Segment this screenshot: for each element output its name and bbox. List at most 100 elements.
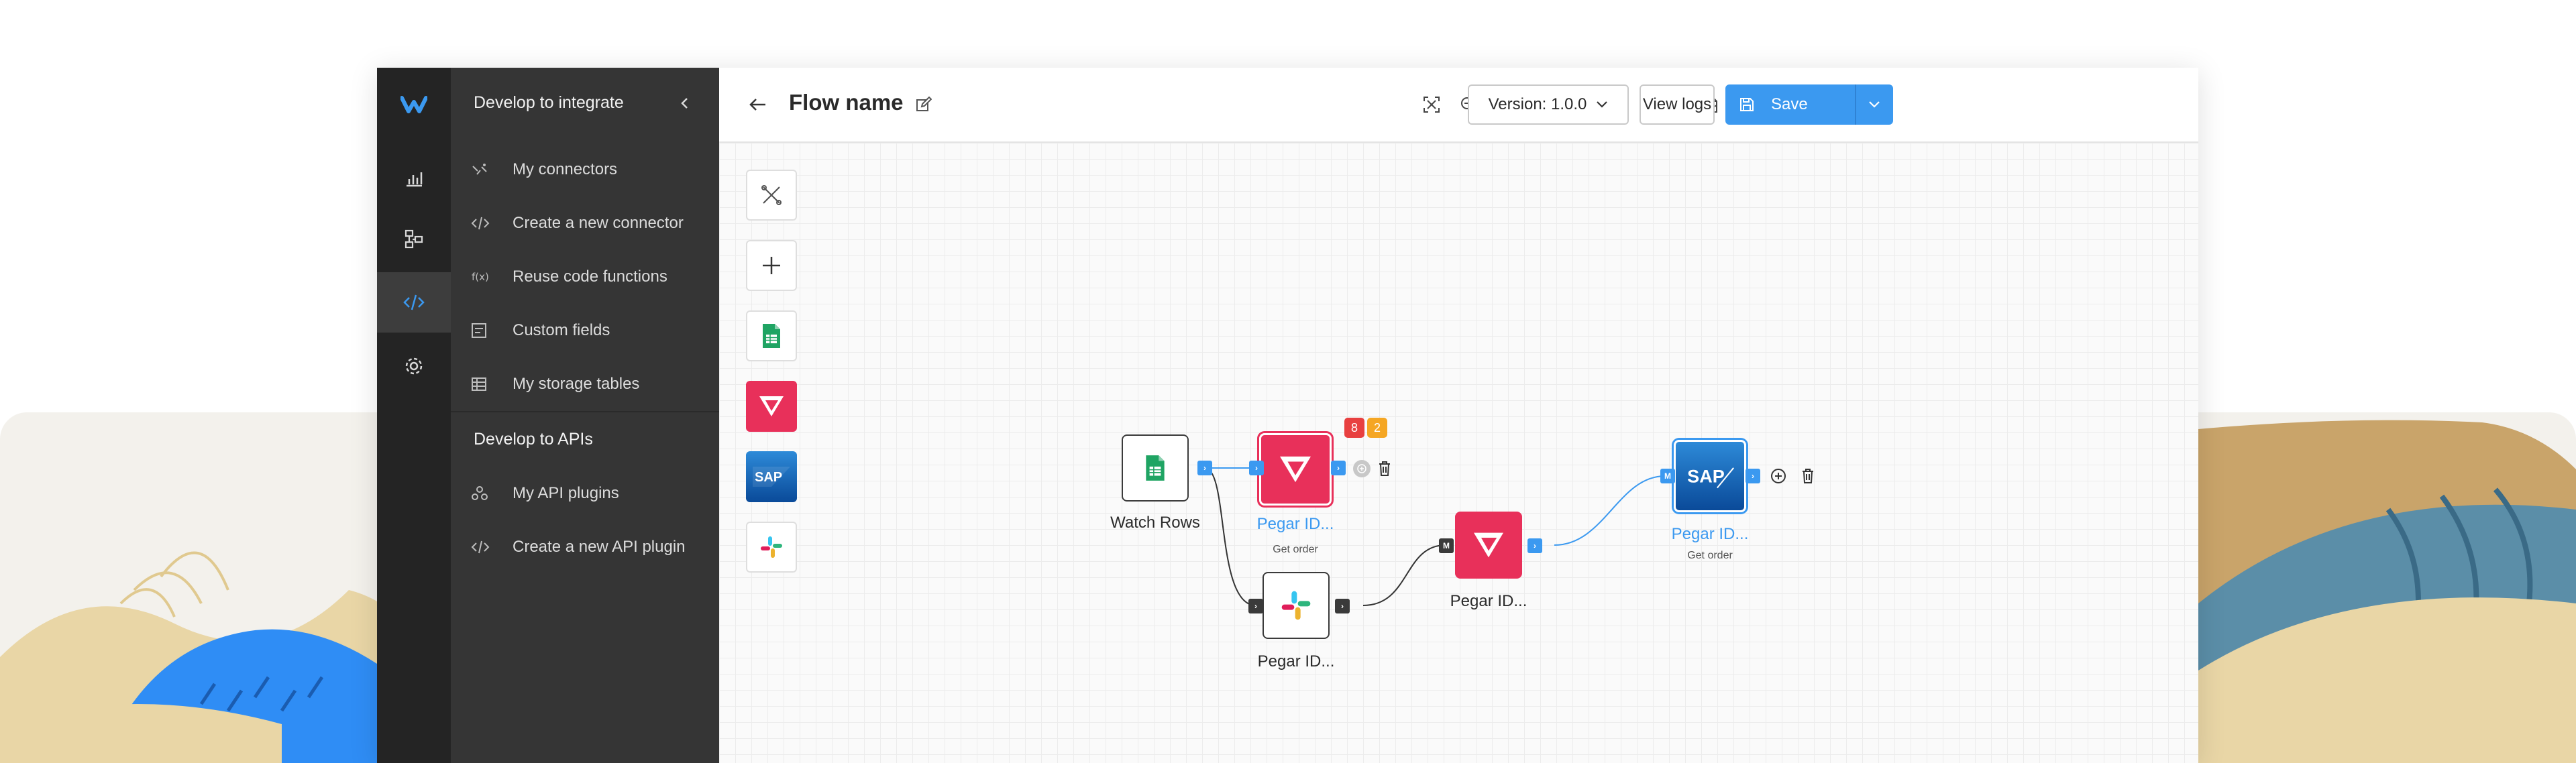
plugin-icon bbox=[471, 483, 494, 504]
view-logs-button[interactable]: View logs bbox=[1640, 84, 1715, 125]
delete-node-button[interactable] bbox=[1801, 468, 1816, 485]
plus-circle-icon bbox=[1771, 469, 1786, 483]
palette-tools[interactable] bbox=[746, 170, 797, 221]
tools-icon bbox=[761, 185, 782, 205]
code-icon bbox=[471, 213, 494, 233]
menu-item-label: My storage tables bbox=[513, 375, 640, 393]
menu-item-my-api-plugins[interactable]: My API plugins bbox=[471, 473, 706, 514]
menu-item-label: Reuse code functions bbox=[513, 268, 667, 286]
code-icon bbox=[403, 294, 425, 310]
palette-slack[interactable] bbox=[746, 522, 797, 573]
edit-title-button[interactable] bbox=[914, 95, 934, 115]
output-port[interactable]: › bbox=[1335, 599, 1350, 613]
chevron-down-icon bbox=[1597, 101, 1608, 108]
panel-divider bbox=[451, 411, 719, 412]
plus-circle-icon bbox=[1357, 464, 1366, 473]
node-label: Pegar ID... bbox=[1256, 515, 1334, 533]
flows-icon bbox=[405, 229, 423, 249]
collapse-panel-button[interactable] bbox=[675, 93, 695, 113]
delete-node-button[interactable] bbox=[1378, 461, 1393, 477]
code-icon bbox=[471, 537, 494, 557]
flow-node-slack[interactable] bbox=[1263, 572, 1330, 639]
save-icon bbox=[1740, 98, 1754, 111]
pegar-logo-icon bbox=[759, 396, 784, 416]
panel-section-title: Develop to APIs bbox=[474, 430, 593, 449]
input-port[interactable]: › bbox=[1248, 599, 1263, 613]
palette-add[interactable] bbox=[746, 240, 797, 291]
menu-item-label: Custom fields bbox=[513, 321, 610, 339]
flow-connections bbox=[1204, 467, 1666, 606]
menu-item-custom-fields[interactable]: Custom fields bbox=[471, 310, 706, 351]
merge-port[interactable]: M bbox=[1439, 538, 1454, 553]
menu-item-storage-tables[interactable]: My storage tables bbox=[471, 364, 706, 404]
nav-rail bbox=[377, 68, 451, 763]
output-port[interactable]: › bbox=[1331, 461, 1346, 475]
trash-icon bbox=[1379, 461, 1390, 476]
palette-sap[interactable]: SAP bbox=[746, 451, 797, 502]
menu-item-label: My connectors bbox=[513, 160, 618, 178]
input-port[interactable]: › bbox=[1249, 461, 1264, 475]
sap-logo-icon: SAP bbox=[753, 467, 790, 487]
app-window: Develop to integrate My connectors Creat… bbox=[377, 68, 2198, 763]
node-sublabel: Get order bbox=[1273, 544, 1318, 555]
node-label: Pegar ID... bbox=[1257, 652, 1335, 670]
trash-icon bbox=[1803, 469, 1813, 483]
node-label: Pegar ID... bbox=[1671, 525, 1749, 543]
flow-node-sap[interactable]: SAP bbox=[1674, 440, 1746, 512]
edit-icon bbox=[916, 97, 932, 111]
add-step-button[interactable] bbox=[1353, 460, 1371, 477]
menu-item-reuse-code[interactable]: f(x) Reuse code functions bbox=[471, 257, 706, 297]
svg-text:f(x): f(x) bbox=[472, 271, 489, 283]
pegar-logo-icon bbox=[1474, 532, 1503, 558]
node-sublabel: Get order bbox=[1687, 550, 1733, 561]
logo-icon bbox=[400, 96, 427, 113]
sap-logo-icon: SAP bbox=[1687, 466, 1734, 489]
pegar-logo-icon bbox=[1280, 456, 1311, 483]
palette-google-sheets[interactable] bbox=[746, 310, 797, 361]
menu-item-create-api-plugin[interactable]: Create a new API plugin bbox=[471, 527, 706, 567]
fit-view-button[interactable] bbox=[1420, 93, 1443, 116]
flow-node-pegar-1[interactable] bbox=[1259, 433, 1332, 506]
flows-nav-button[interactable] bbox=[377, 209, 451, 269]
warning-count-badge: 2 bbox=[1367, 418, 1387, 438]
function-icon: f(x) bbox=[471, 267, 494, 287]
merge-port[interactable]: M bbox=[1660, 469, 1675, 483]
menu-item-create-connector[interactable]: Create a new connector bbox=[471, 203, 706, 243]
slack-logo-icon bbox=[1281, 591, 1311, 620]
settings-nav-button[interactable] bbox=[377, 336, 451, 396]
analytics-nav-button[interactable] bbox=[377, 148, 451, 209]
add-step-button[interactable] bbox=[1770, 468, 1788, 485]
flow-title: Flow name bbox=[789, 90, 904, 115]
fit-view-icon bbox=[1424, 97, 1440, 113]
flow-canvas[interactable]: SAP Watch Rows › › › 8 2 Pegar ID... Get… bbox=[719, 143, 2198, 763]
develop-panel: Develop to integrate My connectors Creat… bbox=[451, 68, 719, 763]
google-sheets-icon bbox=[1146, 455, 1165, 481]
app-logo[interactable] bbox=[377, 68, 451, 141]
back-button[interactable] bbox=[746, 93, 769, 116]
menu-item-label: My API plugins bbox=[513, 484, 619, 502]
output-port[interactable]: › bbox=[1746, 469, 1760, 483]
chevron-down-icon[interactable] bbox=[1868, 101, 1880, 109]
develop-nav-button[interactable] bbox=[377, 272, 451, 333]
slack-logo-icon bbox=[761, 536, 782, 558]
output-port[interactable]: › bbox=[1527, 538, 1542, 553]
output-port[interactable]: › bbox=[1197, 461, 1212, 475]
panel-title: Develop to integrate bbox=[474, 93, 624, 112]
save-button[interactable]: Save bbox=[1725, 84, 1893, 125]
node-label: Pegar ID... bbox=[1450, 592, 1527, 610]
gear-icon bbox=[405, 357, 423, 375]
error-count-badge: 8 bbox=[1344, 418, 1364, 438]
editor-header: Flow name Version: 1.0.0 bbox=[719, 68, 2198, 143]
google-sheets-icon bbox=[763, 324, 780, 348]
connectors-icon bbox=[471, 160, 494, 180]
flow-node-watch-rows[interactable] bbox=[1122, 434, 1189, 502]
version-select[interactable]: Version: 1.0.0 bbox=[1468, 84, 1629, 125]
svg-text:SAP: SAP bbox=[755, 470, 782, 485]
flow-node-pegar-2[interactable] bbox=[1455, 512, 1522, 579]
save-split-divider bbox=[1855, 84, 1856, 125]
palette-pegar[interactable] bbox=[746, 381, 797, 432]
arrow-left-icon bbox=[749, 99, 765, 111]
bar-chart-icon bbox=[407, 172, 423, 187]
menu-item-my-connectors[interactable]: My connectors bbox=[471, 150, 706, 190]
node-label: Watch Rows bbox=[1110, 514, 1200, 532]
